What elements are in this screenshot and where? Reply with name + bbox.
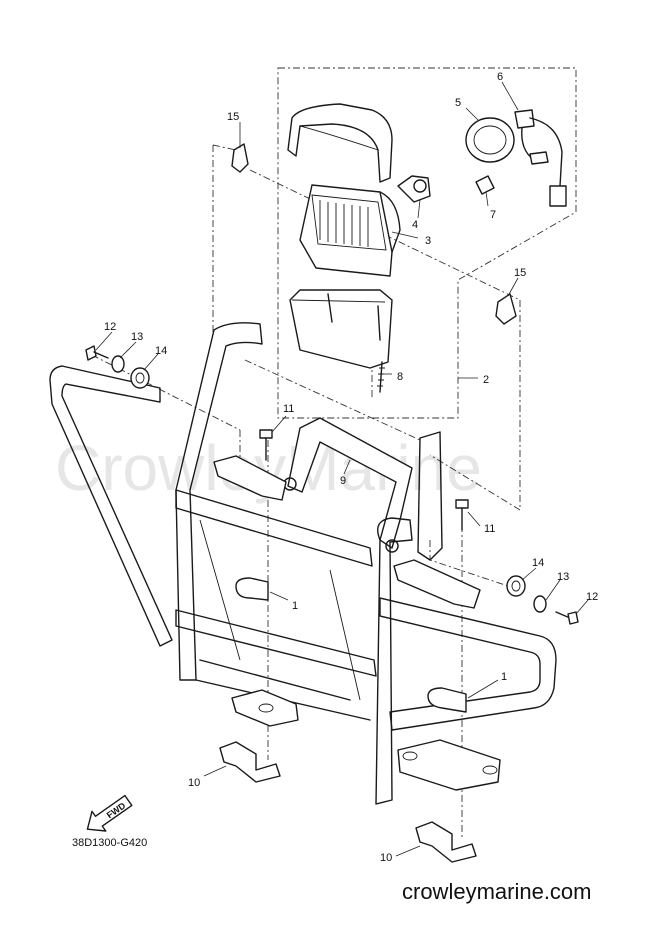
- rubber-sleeve-1b: [427, 687, 467, 713]
- callout-13: 13: [131, 331, 143, 343]
- callout-14: 14: [532, 557, 544, 569]
- grommet-14-right: [506, 575, 526, 597]
- callout-5: 5: [455, 97, 461, 109]
- bolt-11-left: [259, 429, 273, 461]
- socket-ring: [465, 117, 515, 163]
- screw-8: [377, 361, 385, 393]
- headlight-base: [289, 289, 393, 369]
- headlight-housing: [299, 184, 401, 277]
- bolt-11-right: [455, 499, 469, 531]
- washer-13-right: [533, 595, 547, 613]
- rubber-sleeve-1a: [235, 577, 269, 601]
- bracket-left: [231, 143, 249, 173]
- callout-10: 10: [188, 777, 200, 789]
- callout-1: 1: [292, 600, 298, 612]
- callout-4: 4: [412, 219, 418, 231]
- callout-12: 12: [104, 321, 116, 333]
- callout-6: 6: [497, 71, 503, 83]
- grommet-14-left: [130, 367, 150, 389]
- leader-lines: [95, 81, 589, 857]
- bracket-10-left: [219, 741, 281, 783]
- bracket-10-right: [415, 821, 477, 863]
- callout-12: 12: [586, 591, 598, 603]
- pilot-bulb: [475, 175, 495, 195]
- wire-harness: [514, 109, 567, 207]
- callout-3: 3: [425, 235, 431, 247]
- callout-9: 9: [340, 475, 346, 487]
- callout-10: 10: [380, 852, 392, 864]
- stay-flange-left: [213, 455, 287, 501]
- callout-15: 15: [514, 267, 526, 279]
- callout-11: 11: [484, 523, 495, 535]
- bracket-right: [495, 293, 517, 325]
- guard-frame: [49, 322, 557, 805]
- bolt-12-right: [555, 611, 579, 625]
- drawing-code: 38D1300-G420: [72, 837, 147, 849]
- callout-8: 8: [397, 371, 403, 383]
- stay-flange-right: [393, 559, 481, 609]
- callout-13: 13: [557, 571, 569, 583]
- headlight-bulb: [397, 175, 431, 203]
- callout-15: 15: [227, 111, 239, 123]
- headlight-assembly-outline: [277, 67, 577, 419]
- callout-11: 11: [283, 403, 294, 415]
- headlight-cover: [287, 103, 393, 183]
- bolt-12-left: [85, 345, 109, 361]
- fwd-arrow-icon: FWD: [86, 794, 133, 832]
- callout-14: 14: [155, 345, 167, 357]
- callout-2: 2: [483, 374, 489, 386]
- site-url: crowleymarine.com: [402, 879, 592, 904]
- frame-foot-left: [231, 689, 299, 727]
- frame-foot-right: [397, 739, 501, 791]
- washer-13-left: [111, 355, 125, 373]
- callout-7: 7: [490, 209, 496, 221]
- callout-1: 1: [501, 671, 507, 683]
